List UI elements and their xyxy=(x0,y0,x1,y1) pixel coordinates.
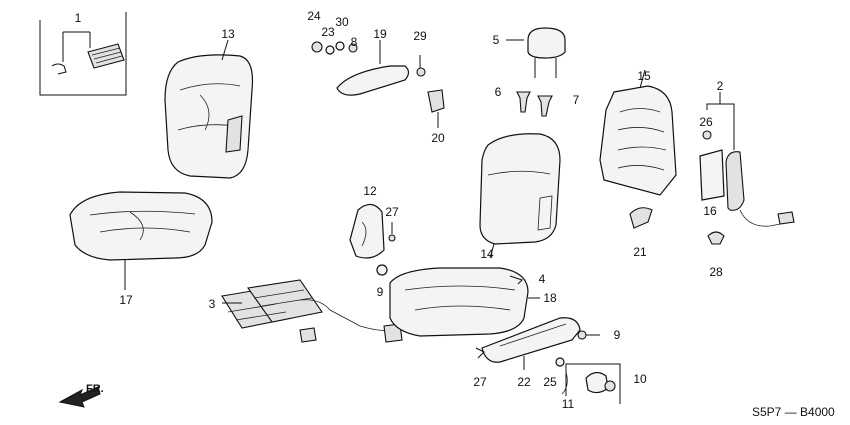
callout-24: 24 xyxy=(307,9,321,23)
callout-12: 12 xyxy=(363,184,377,198)
callout-8: 8 xyxy=(351,35,358,49)
harness-clip xyxy=(707,231,725,245)
callout-15: 15 xyxy=(637,69,651,83)
headrest xyxy=(506,27,566,78)
seat-heater-mats xyxy=(221,279,403,343)
headrest-guides xyxy=(516,91,553,117)
callout-11: 11 xyxy=(562,397,575,411)
callout-29: 29 xyxy=(413,29,427,43)
callout-14: 14 xyxy=(480,247,494,261)
armrest-bracket xyxy=(416,55,445,128)
callout-2: 2 xyxy=(717,79,724,93)
armrest xyxy=(336,40,410,96)
callout-7: 7 xyxy=(573,93,580,107)
callout-25: 25 xyxy=(543,375,557,389)
direction-label: FR. xyxy=(86,383,104,395)
callout-23: 23 xyxy=(321,25,335,39)
callout-26: 26 xyxy=(699,115,713,129)
callout-30: 30 xyxy=(335,15,349,29)
recliner-trim-cover xyxy=(629,207,653,229)
diagram-code: S5P7 — B4000 xyxy=(752,405,835,419)
callout-9-upper: 9 xyxy=(377,285,384,299)
callout-5: 5 xyxy=(493,33,500,47)
callout-6: 6 xyxy=(495,85,502,99)
seat-back-pad xyxy=(479,133,561,259)
callout-17: 17 xyxy=(119,293,133,307)
callout-22: 22 xyxy=(517,375,531,389)
seat-back-frame xyxy=(599,69,677,196)
callout-21: 21 xyxy=(633,245,647,259)
inset-box-part-1 xyxy=(39,12,127,96)
recliner-cover xyxy=(349,203,396,276)
callout-27-lower: 27 xyxy=(473,375,487,389)
seat-cushion-pad xyxy=(389,267,540,337)
hook-clip xyxy=(509,275,523,285)
lower-clip xyxy=(475,347,485,359)
callout-4: 4 xyxy=(539,272,546,286)
callout-19: 19 xyxy=(373,27,387,41)
callout-16: 16 xyxy=(703,204,717,218)
nuts-and-washers xyxy=(311,41,358,55)
callout-3: 3 xyxy=(209,297,216,311)
seat-back-cover xyxy=(164,39,254,179)
track-fasteners xyxy=(555,330,621,404)
callout-10: 10 xyxy=(633,372,647,386)
callout-20: 20 xyxy=(431,131,445,145)
front-direction-arrow: FR. xyxy=(58,383,104,408)
callout-28: 28 xyxy=(709,265,723,279)
seat-adjuster-track xyxy=(481,317,581,370)
callout-9-lower: 9 xyxy=(614,328,621,342)
callout-13: 13 xyxy=(221,27,235,41)
side-airbag-module xyxy=(699,92,795,227)
seat-cushion-cover xyxy=(69,191,213,290)
callout-18: 18 xyxy=(543,291,557,305)
callout-27-upper: 27 xyxy=(385,205,399,219)
callout-1: 1 xyxy=(75,11,82,25)
